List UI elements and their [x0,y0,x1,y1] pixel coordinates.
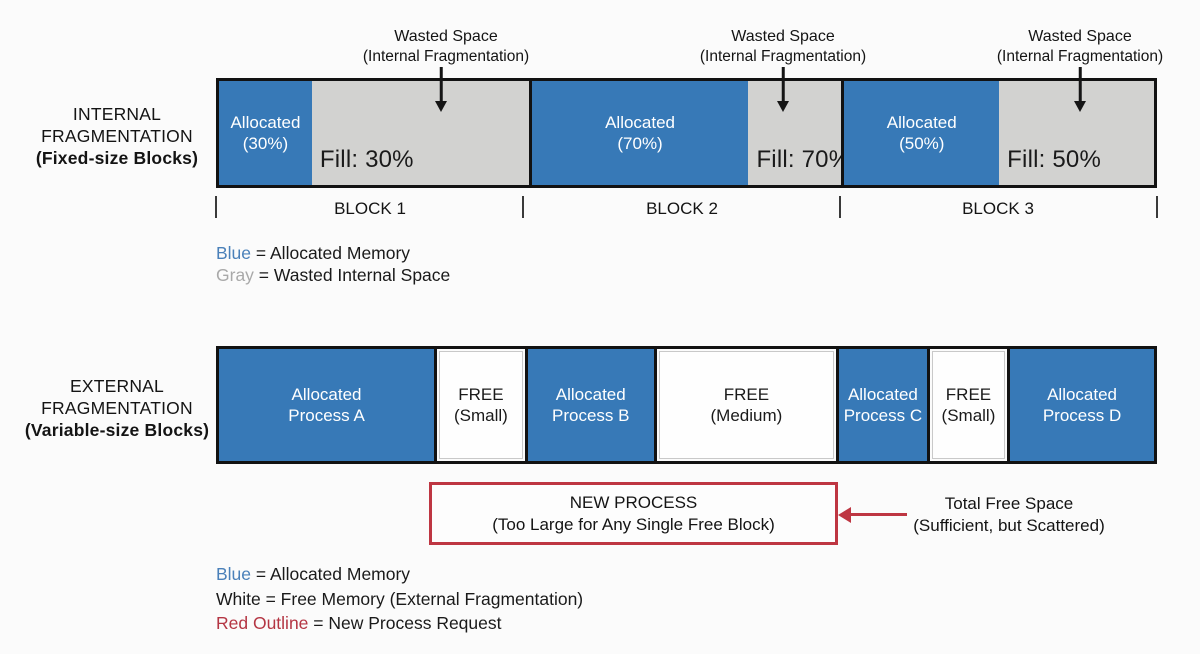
segment-line1: Allocated [847,384,918,404]
legend-term-red-outline: Red Outline [216,613,309,633]
internal-label-line2: FRAGMENTATION [41,126,193,146]
segment-process-a: Allocated Process A [219,349,435,461]
wasted-region: Fill: 70% [748,81,850,185]
legend-term-blue: Blue [216,243,252,263]
legend-term-blue: Blue [216,564,252,584]
segment-process-d: Allocated Process D [1007,349,1154,461]
segment-line1: FREE [945,384,992,404]
segment-line2: (Small) [941,406,996,425]
allocated-pct: (70%) [617,134,663,153]
segment-free-medium: FREE (Medium) [653,349,837,461]
left-arrow-head-icon [838,506,851,523]
legend-row: Blue = Allocated Memory [216,242,450,264]
segment-line1: Allocated [555,384,626,404]
internal-label-line1: INTERNAL [72,104,162,124]
segment-process-c: Allocated Process C [836,349,927,461]
new-process-box: NEW PROCESS (Too Large for Any Single Fr… [429,482,838,545]
segment-line1: Allocated [291,384,362,404]
external-section-label: EXTERNAL FRAGMENTATION (Variable-size Bl… [8,375,226,441]
segment-line1: Allocated [1047,384,1118,404]
allocated-pct: (50%) [899,134,945,153]
legend-desc: = Wasted Internal Space [253,265,451,285]
tick-mark [215,196,217,218]
legend-row: Red Outline = New Process Request [216,611,583,636]
tick-mark [839,196,841,218]
allocated-region: Allocated (30%) [219,81,312,185]
external-label-line1: EXTERNAL [70,376,164,396]
legend-term-gray: Gray [216,265,254,285]
total-free-space-note: Total Free Space (Sufficient, but Scatte… [880,493,1138,536]
wasted-space-subtext: (Internal Fragmentation) [996,48,1164,65]
wasted-region: Fill: 30% [311,81,529,185]
allocated-label: Allocated [230,113,301,132]
total-free-line2: (Sufficient, but Scattered) [913,515,1105,535]
wasted-region: Fill: 50% [999,81,1155,185]
segment-line2: Process C [843,406,923,425]
allocated-region: Allocated (50%) [844,81,1000,185]
internal-section-label: INTERNAL FRAGMENTATION (Fixed-size Block… [8,103,226,169]
legend-desc: = Allocated Memory [251,564,411,584]
tick-mark [522,196,524,218]
wasted-space-subtext: (Internal Fragmentation) [699,48,867,65]
wasted-space-callout-3: Wasted Space (Internal Fragmentation) [997,27,1163,67]
segment-line2: (Small) [453,406,508,425]
external-label-line2: FRAGMENTATION [41,398,193,418]
external-fragmentation-bar: Allocated Process A FREE (Small) Allocat… [216,346,1157,464]
block-1-name: BLOCK 1 [334,199,406,218]
segment-line1: FREE [458,384,504,404]
wasted-space-text: Wasted Space [394,28,498,45]
internal-legend: Blue = Allocated Memory Gray = Wasted In… [216,242,450,286]
segment-free-small-2: FREE (Small) [926,349,1008,461]
memory-block-1: Allocated (30%) Fill: 30% [219,81,529,185]
segment-process-b: Allocated Process B [524,349,654,461]
external-label-line3: (Variable-size Blocks) [24,420,210,440]
block-2-name: BLOCK 2 [646,199,718,218]
down-arrow-icon [776,67,790,113]
segment-free-small-1: FREE (Small) [434,349,525,461]
legend-desc: = Free Memory (External Fragmentation) [260,588,584,609]
allocated-label: Allocated [886,113,957,132]
tick-mark [1156,196,1158,218]
legend-row: White = Free Memory (External Fragmentat… [216,587,583,612]
internal-fragmentation-bar: Allocated (30%) Fill: 30% Allocated (70%… [216,78,1157,188]
allocated-region: Allocated (70%) [531,81,749,185]
segment-line2: Process D [1042,406,1122,425]
memory-block-3: Allocated (50%) Fill: 50% [841,81,1155,185]
fill-label: Fill: 70% [756,146,851,173]
internal-label-line3: (Fixed-size Blocks) [35,148,199,168]
wasted-space-callout-2: Wasted Space (Internal Fragmentation) [700,27,866,67]
legend-desc: = Allocated Memory [251,243,411,263]
legend-term-white: White [216,588,261,609]
segment-line2: Process B [552,406,630,425]
legend-row: Blue = Allocated Memory [216,562,583,587]
wasted-space-text: Wasted Space [1028,28,1132,45]
down-arrow-icon [434,67,448,113]
wasted-space-callout-1: Wasted Space (Internal Fragmentation) [363,27,529,67]
new-process-line2: (Too Large for Any Single Free Block) [492,514,775,534]
allocated-pct: (30%) [242,134,289,153]
block-3-name: BLOCK 3 [962,199,1034,218]
legend-row: Gray = Wasted Internal Space [216,264,450,286]
down-arrow-icon [1073,67,1087,113]
segment-line2: (Medium) [710,406,783,425]
memory-block-2: Allocated (70%) Fill: 70% [528,81,850,185]
wasted-space-subtext: (Internal Fragmentation) [362,48,530,65]
fill-label: Fill: 30% [319,146,414,173]
external-legend: Blue = Allocated Memory White = Free Mem… [216,562,583,636]
total-free-line1: Total Free Space [944,494,1074,513]
segment-line2: Process A [288,406,365,425]
wasted-space-text: Wasted Space [731,28,835,45]
new-process-line1: NEW PROCESS [569,493,698,512]
left-arrow-icon [849,513,907,516]
allocated-label: Allocated [605,113,676,132]
legend-desc: = New Process Request [308,613,502,633]
fill-label: Fill: 50% [1007,146,1101,173]
segment-line1: FREE [723,384,770,404]
